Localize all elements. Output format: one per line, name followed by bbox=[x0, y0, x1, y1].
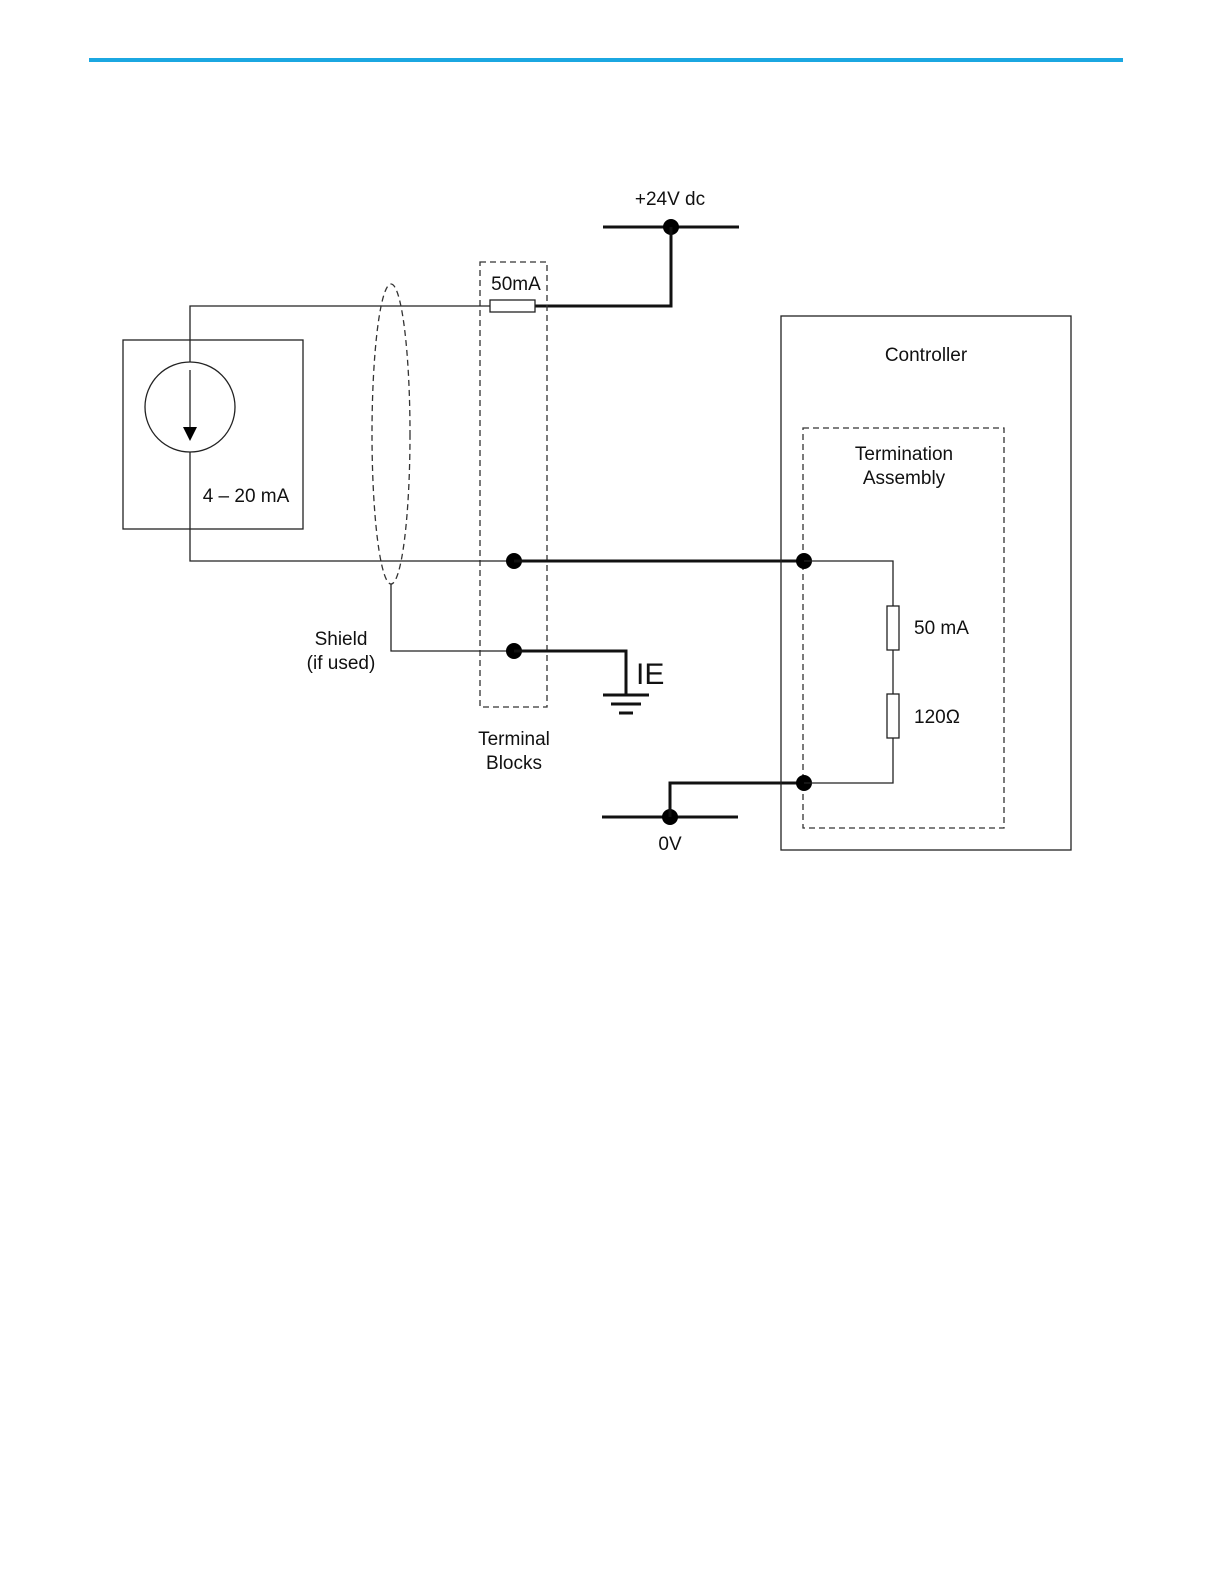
shield-drain-wire bbox=[391, 584, 514, 651]
cable-shield bbox=[372, 284, 410, 584]
zero-volt-label: 0V bbox=[658, 834, 682, 855]
termination-top-wire bbox=[804, 561, 893, 606]
resistor-symbol bbox=[887, 694, 899, 738]
supply-rail bbox=[535, 219, 739, 306]
terminal-blocks-box bbox=[480, 262, 547, 707]
shield-label-line2: (if used) bbox=[307, 653, 376, 674]
controller-box bbox=[781, 316, 1071, 850]
termination-bottom-wire bbox=[804, 738, 893, 783]
terminal-label-line1: Terminal bbox=[478, 729, 550, 750]
upper-signal-wire bbox=[190, 306, 490, 362]
terminal-label-line2: Blocks bbox=[486, 753, 542, 774]
source-label: 4 – 20 mA bbox=[203, 486, 290, 507]
fuse-symbol bbox=[490, 300, 535, 312]
shield-label-line1: Shield bbox=[315, 629, 368, 650]
fuse-label: 50mA bbox=[491, 274, 541, 295]
zero-volt-rail bbox=[602, 783, 804, 825]
ground-wire bbox=[514, 651, 626, 694]
internal-fuse-symbol bbox=[887, 606, 899, 650]
ground-icon bbox=[603, 695, 649, 713]
ground-label: IE bbox=[636, 658, 664, 691]
resistor-label: 120Ω bbox=[914, 707, 960, 728]
termination-label-line1: Termination bbox=[855, 444, 953, 465]
internal-fuse-label: 50 mA bbox=[914, 618, 969, 639]
termination-label-line2: Assembly bbox=[863, 468, 946, 489]
controller-label: Controller bbox=[885, 345, 968, 366]
supply-label: +24V dc bbox=[635, 189, 705, 210]
